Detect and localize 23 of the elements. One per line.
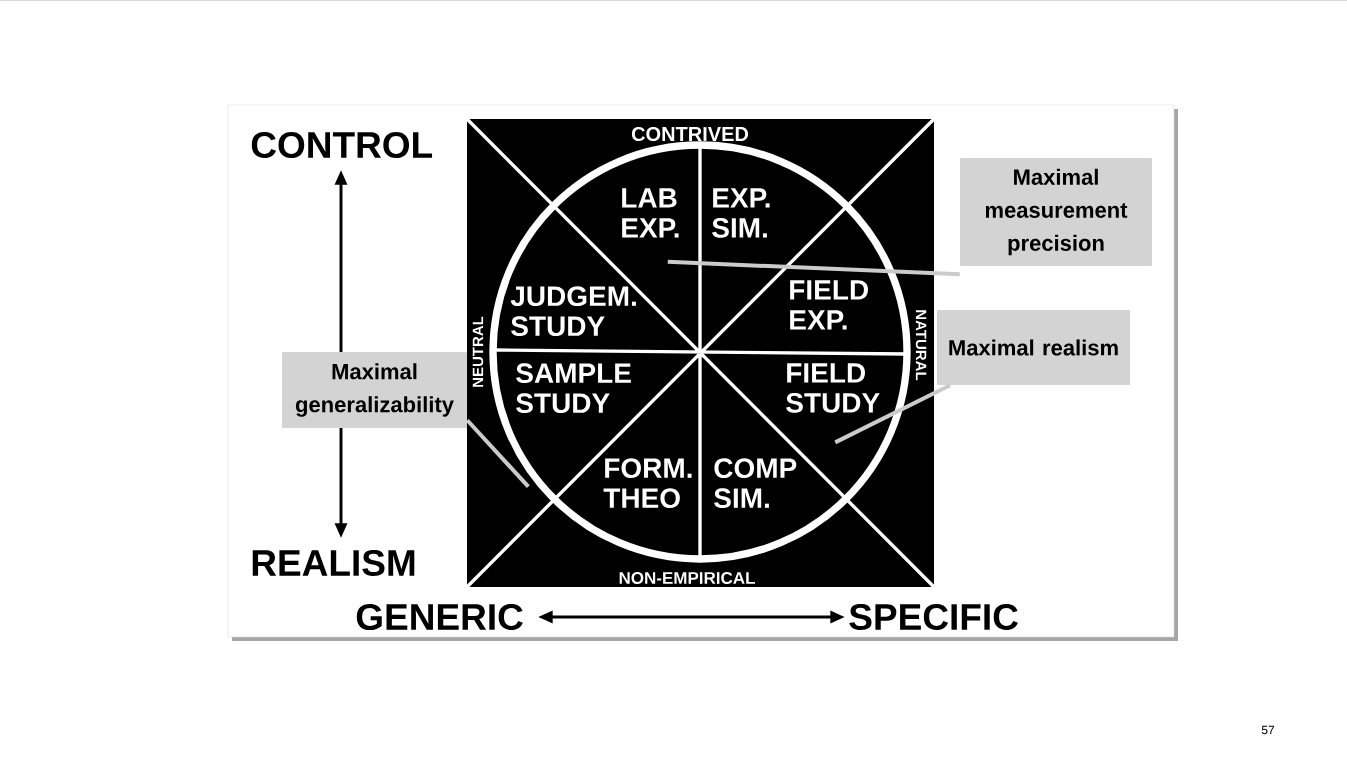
sector-label: COMP SIM. — [714, 458, 797, 509]
sector-label: JUDGEM. STUDY — [510, 286, 636, 337]
leader-line — [667, 259, 960, 277]
side-label: NATURAL — [915, 310, 927, 381]
callout-box: Maximal realism — [937, 310, 1130, 385]
callout-box: Maximal measurement precision — [960, 158, 1152, 266]
sector-label: FIELD STUDY — [786, 363, 880, 413]
leader-line — [834, 383, 951, 445]
sector-label: SAMPLE STUDY — [516, 363, 631, 414]
page-number: 57 — [1261, 725, 1275, 735]
axis-label: SPECIFIC — [849, 603, 1018, 631]
axis-label: GENERIC — [356, 603, 523, 631]
leader-line — [465, 418, 530, 489]
axis-label: CONTROL — [251, 131, 433, 159]
axis-label: REALISM — [252, 549, 415, 577]
sector-label: LAB EXP. — [622, 188, 679, 238]
sector-label: FORM. THEO — [603, 458, 692, 509]
side-label: NEUTRAL — [472, 316, 484, 387]
side-label: CONTRIVED — [631, 126, 749, 142]
sector-label: FIELD EXP. — [790, 280, 868, 330]
side-label: NON-EMPIRICAL — [619, 571, 755, 584]
sector-label: EXP. SIM. — [712, 188, 770, 238]
callout-box: Maximal generalizability — [282, 352, 467, 428]
